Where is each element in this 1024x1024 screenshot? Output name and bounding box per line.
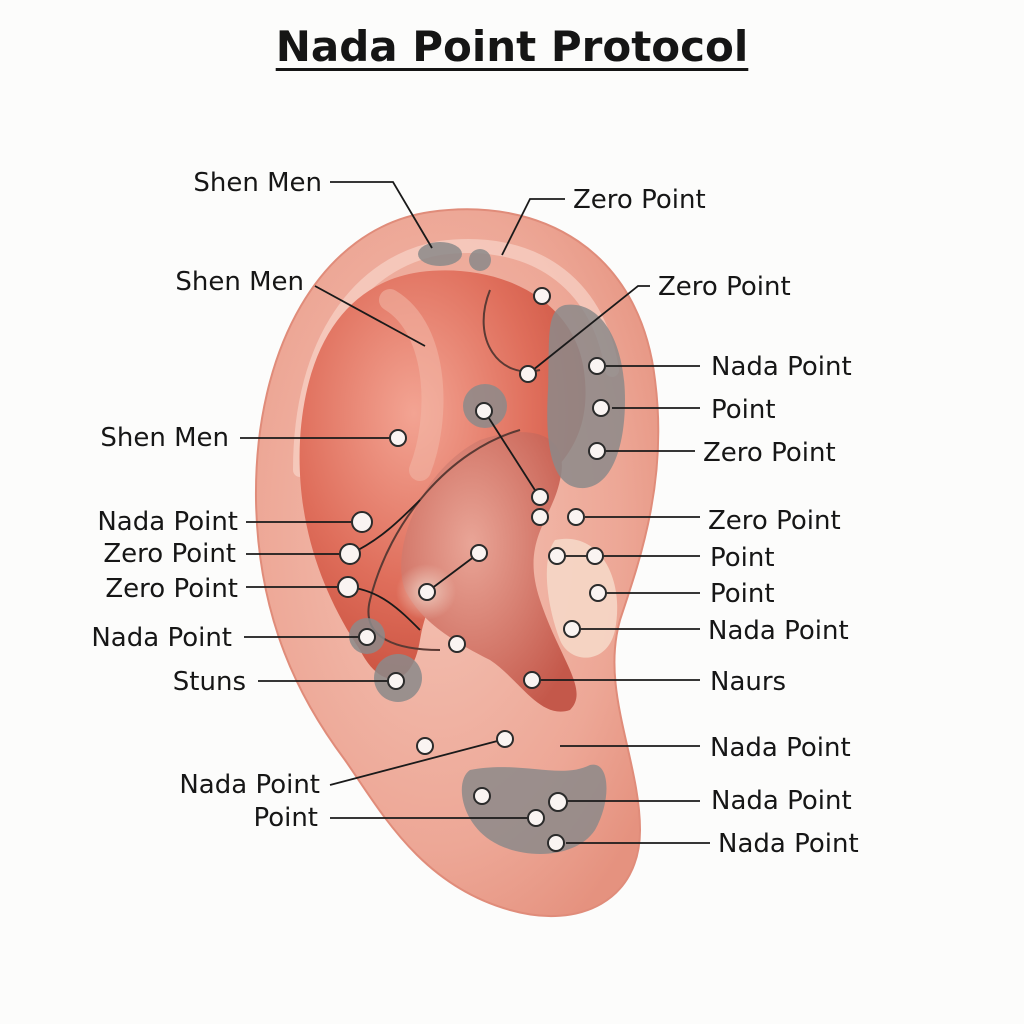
point-marker [416, 737, 434, 755]
diagram-title: Nada Point Protocol [275, 22, 749, 71]
zone-antihelix-band [547, 304, 625, 489]
point-marker [387, 672, 405, 690]
inner-curve-2 [367, 429, 521, 651]
point-marker [418, 583, 436, 601]
left-labels: Shen Men Shen Men Shen Men Nada Point Ze… [91, 168, 322, 833]
label-left: Nada Point [179, 770, 320, 800]
point-marker [586, 547, 604, 565]
label-right: Point [710, 579, 775, 609]
label-left: Stuns [173, 667, 246, 697]
label-right: Zero Point [708, 506, 841, 536]
point-marker [527, 809, 545, 827]
label-right: Point [710, 543, 775, 573]
label-right: Nada Point [710, 733, 851, 763]
point-marker [588, 357, 606, 375]
point-marker [339, 543, 361, 565]
point-marker [337, 576, 359, 598]
points [337, 287, 610, 852]
point-marker [563, 620, 581, 638]
antihelix [379, 289, 444, 481]
point-marker [548, 792, 568, 812]
right-labels: Zero Point Zero Point Nada Point Point Z… [573, 185, 859, 859]
label-right: Nada Point [708, 616, 849, 646]
point-marker [519, 365, 537, 383]
point-marker [592, 399, 610, 417]
label-right: Point [711, 395, 776, 425]
point-marker [523, 671, 541, 689]
point-marker [473, 787, 491, 805]
label-right: Nada Point [711, 352, 852, 382]
point-marker [547, 834, 565, 852]
point-marker [567, 508, 585, 526]
label-right: Zero Point [573, 185, 706, 215]
leader-lines [240, 181, 710, 844]
label-left: Zero Point [103, 539, 236, 569]
label-right: Zero Point [703, 438, 836, 468]
label-left: Shen Men [193, 168, 322, 198]
label-right: Naurs [710, 667, 786, 697]
point-marker [548, 547, 566, 565]
point-marker [358, 628, 376, 646]
zone-small-top [469, 249, 491, 271]
label-left: Zero Point [105, 574, 238, 604]
point-marker [475, 402, 493, 420]
point-marker [588, 442, 606, 460]
label-right: Nada Point [711, 786, 852, 816]
point-marker [589, 584, 607, 602]
label-left: Shen Men [175, 267, 304, 297]
point-marker [389, 429, 407, 447]
label-left: Nada Point [97, 507, 238, 537]
label-left: Point [253, 803, 318, 833]
point-marker [470, 544, 488, 562]
zone-triangular-fossa [418, 242, 462, 266]
point-marker [533, 287, 551, 305]
point-marker [448, 635, 466, 653]
label-left: Shen Men [100, 423, 229, 453]
label-right: Nada Point [718, 829, 859, 859]
label-right: Zero Point [658, 272, 791, 302]
point-marker [531, 508, 549, 526]
point-marker [496, 730, 514, 748]
point-marker [531, 488, 549, 506]
point-marker [351, 511, 373, 533]
label-left: Nada Point [91, 623, 232, 653]
